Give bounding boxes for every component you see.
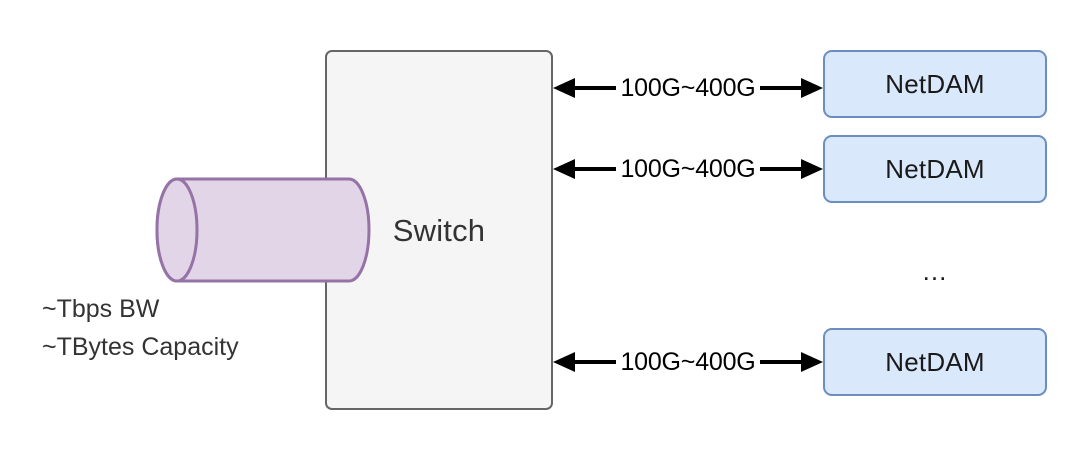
netdam-node-3[interactable]: NetDAM [823, 328, 1047, 396]
memory-pool-caption: ~Tbps BW ~TBytes Capacity [42, 290, 239, 366]
nodes-continuation-ellipsis: ... [922, 256, 948, 286]
link-row-3[interactable]: 100G~400G [553, 345, 823, 379]
memory-pool-capacity-text: ~TBytes Capacity [42, 333, 239, 361]
netdam-node-1[interactable]: NetDAM [823, 50, 1047, 118]
link-row-2[interactable]: 100G~400G [553, 152, 823, 186]
memory-pool-bandwidth-text: ~Tbps BW [42, 295, 160, 323]
netdam-node-label-1: NetDAM [885, 68, 985, 99]
switch-label: Switch [392, 213, 486, 248]
link-label-wrapper-1: 100G~400G [553, 71, 823, 105]
link-row-1[interactable]: 100G~400G [553, 71, 823, 105]
memory-pool-cylinder[interactable] [153, 175, 373, 285]
netdam-node-label-2: NetDAM [885, 153, 985, 184]
link-label-wrapper-2: 100G~400G [553, 152, 823, 186]
netdam-node-label-3: NetDAM [885, 346, 985, 377]
link-speed-label-2: 100G~400G [616, 156, 760, 182]
link-speed-label-1: 100G~400G [616, 75, 760, 101]
link-speed-label-3: 100G~400G [616, 349, 760, 375]
link-label-wrapper-3: 100G~400G [553, 345, 823, 379]
netdam-node-2[interactable]: NetDAM [823, 135, 1047, 203]
